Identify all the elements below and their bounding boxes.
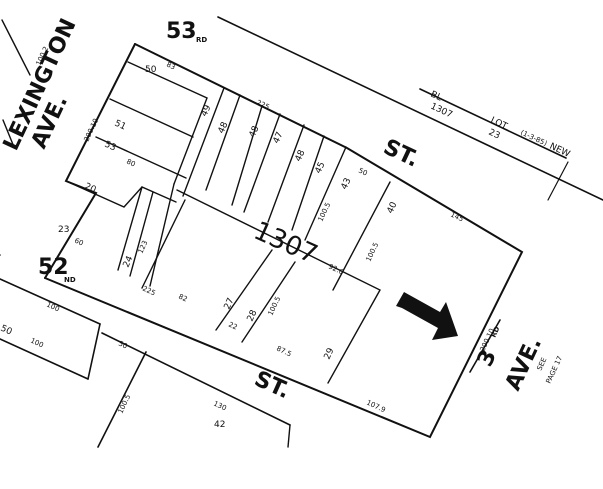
lot-40: 40: [386, 200, 400, 215]
52nd-st-label: ST.: [251, 367, 294, 404]
block-east-south-edge: [44, 43, 524, 439]
lot-line-d: [65, 180, 177, 208]
lot-line-i: [182, 87, 225, 197]
direction-arrow-icon: [396, 292, 458, 340]
lot-line-j: [205, 94, 241, 191]
lot-47: 47: [272, 131, 286, 146]
53rd-street-north-line-segment: [419, 88, 567, 159]
lot-123: 123: [137, 239, 150, 255]
lot-line-c: [95, 136, 187, 179]
see-page-label: PAGE 17: [545, 355, 565, 385]
interior-lot-lines: [65, 61, 391, 384]
lot-53: 53: [103, 140, 118, 154]
lot-51: 51: [113, 119, 128, 133]
dim-60: 60: [73, 237, 84, 248]
dim-145: 145: [449, 211, 465, 224]
52nd-street-north-edge: [0, 278, 101, 325]
52nd-street-west-stub: [87, 323, 101, 380]
52nd-number: 52: [38, 255, 69, 280]
lot-line-n: [291, 135, 325, 231]
52nd-suffix: ND: [64, 276, 76, 284]
lot-23-west: 23: [58, 225, 69, 235]
dim-82: 82: [177, 293, 188, 304]
text-labels: LEXINGTON AVE. 53 RD ST. 52 ND ST. 3 RD …: [0, 15, 571, 430]
lot-48: 48: [217, 120, 231, 135]
lot-50: 50: [145, 65, 157, 75]
lot-line-m: [267, 124, 305, 223]
dim-80: 80: [125, 158, 136, 169]
53rd-street-tick: [547, 161, 569, 201]
block-number: 1307: [249, 216, 322, 270]
note-new: NEW: [548, 142, 572, 160]
dim-130: 130: [212, 400, 228, 413]
lexington-ave-line: [1, 19, 31, 76]
lot-48b: 48: [294, 148, 308, 163]
lot-49: 49: [200, 103, 214, 118]
lot-line-q: [332, 181, 391, 291]
dim-200-10-west: 200.10: [83, 117, 101, 143]
note-bl: BL: [429, 90, 443, 104]
dim-92-6: 92.6: [327, 263, 345, 277]
dim-50-top: 50: [357, 167, 368, 178]
53rd-street-north-line: [217, 16, 603, 201]
lot-line-l: [243, 113, 281, 213]
lot-29-bottom: 29: [323, 346, 337, 361]
dim-100-5-b: 100.5: [365, 241, 381, 263]
dim-22: 22: [227, 321, 238, 332]
street-lines: [0, 16, 603, 448]
dim-200-10-east: 200.10: [479, 327, 497, 353]
lexington-ave-line-2: [2, 119, 15, 148]
lot-45: 45: [314, 161, 328, 176]
lot-line-r: [215, 249, 273, 331]
lot-line-k: [231, 105, 263, 206]
lot-line-o: [304, 146, 347, 241]
dim-100-5-c: 100.5: [267, 295, 283, 317]
lot-line-p: [176, 189, 381, 384]
lot-42: 42: [214, 420, 225, 430]
lot-line-s: [241, 261, 296, 343]
dim-83: 83: [165, 61, 176, 72]
dim-50-bottom: 50: [117, 340, 128, 351]
lot-28: 28: [246, 308, 260, 323]
lot-27: 27: [223, 297, 237, 312]
lot-20: 20: [83, 182, 98, 196]
lower-left-block-edge: [0, 338, 89, 380]
south-block-tick: [287, 424, 291, 448]
south-block-west-edge: [97, 351, 147, 448]
53rd-number: 53: [166, 19, 197, 44]
52nd-street-south-line: [101, 332, 291, 426]
block-west-edge: [44, 43, 136, 279]
dim-50-left: 50: [0, 324, 14, 338]
note-lot-number: 23: [487, 128, 502, 142]
lot-24: 24: [122, 254, 136, 269]
dim-225-bottom: 225: [141, 285, 157, 298]
dim-100-small: 100: [45, 301, 61, 314]
3rd-number: 3: [473, 346, 502, 370]
3rd-ave-lot-line: [469, 319, 501, 373]
lot-line-e: [117, 186, 143, 271]
note-block-ref: 1307: [429, 102, 454, 121]
lot-line-b: [109, 98, 194, 138]
lot-43: 43: [340, 177, 354, 192]
lot-line-a: [127, 61, 208, 185]
lot-line-f: [129, 191, 154, 277]
53rd-suffix: RD: [196, 36, 207, 44]
lot-46: 48: [248, 124, 262, 139]
53rd-st-label: ST.: [379, 135, 422, 173]
dim-100-left: 100: [29, 337, 45, 350]
dim-100-5-a: 100.5: [317, 201, 333, 223]
lot-line-h: [149, 183, 175, 287]
lot-line-g: [141, 199, 186, 289]
dim-87-5: 87.5: [275, 345, 293, 359]
